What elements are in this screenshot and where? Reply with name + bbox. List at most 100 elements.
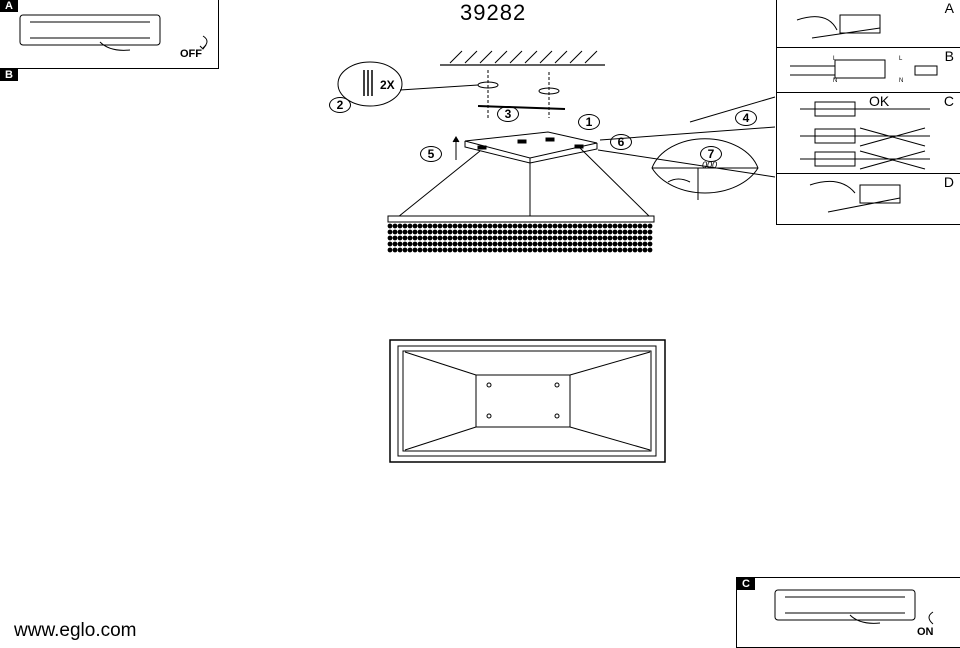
crystal-bead — [577, 241, 583, 247]
crystal-bead — [597, 241, 603, 247]
crystal-bead — [542, 229, 548, 235]
crystal-bead — [597, 235, 603, 241]
crystal-bead — [502, 229, 508, 235]
ok-label: OK — [869, 93, 890, 109]
crystal-bead — [507, 223, 513, 229]
crystal-bead — [647, 229, 653, 235]
crystal-bead — [547, 223, 553, 229]
crystal-bead — [632, 229, 638, 235]
crystal-bead — [557, 247, 563, 253]
crystal-bead — [582, 247, 588, 253]
crystal-bead — [437, 229, 443, 235]
magnifier-label: 2X — [380, 78, 395, 92]
crystal-bead — [572, 247, 578, 253]
crystal-bead — [467, 223, 473, 229]
crystal-bead — [537, 229, 543, 235]
crystal-bead — [642, 229, 648, 235]
step-1: 1 — [578, 114, 600, 130]
crystal-bead — [472, 247, 478, 253]
crystal-bead — [427, 229, 433, 235]
wire-label-l-right: L — [899, 56, 903, 62]
crystal-bead — [632, 235, 638, 241]
crystal-bead — [577, 229, 583, 235]
crystal-bead — [497, 241, 503, 247]
crystal-bead — [612, 235, 618, 241]
crystal-bead — [387, 223, 393, 229]
website-link[interactable]: www.eglo.com — [14, 620, 137, 641]
crystal-bead — [647, 241, 653, 247]
crystal-bead — [422, 247, 428, 253]
crystal-bead — [602, 247, 608, 253]
wiring-panel-b: B L N L N — [777, 48, 960, 93]
panel-letter-a: A — [944, 0, 954, 16]
crystal-bead — [497, 235, 503, 241]
crystal-bead — [582, 241, 588, 247]
crystal-bead — [397, 241, 403, 247]
crystal-bead — [597, 229, 603, 235]
step-4: 4 — [735, 110, 757, 126]
crystal-bead — [592, 235, 598, 241]
crystal-bead — [592, 247, 598, 253]
ceiling-hatch — [449, 50, 598, 64]
crystal-bead — [507, 229, 513, 235]
crystal-bead — [492, 247, 498, 253]
crystal-bead — [397, 235, 403, 241]
crystal-bead — [622, 241, 628, 247]
crystal-bead — [487, 241, 493, 247]
panel-tag-b: B — [0, 69, 18, 81]
step-6: 6 — [610, 134, 632, 150]
crystal-bead — [527, 229, 533, 235]
crystal-bead — [627, 229, 633, 235]
panel-letter-d: D — [943, 174, 954, 190]
crystal-bead — [417, 247, 423, 253]
crystal-bead — [582, 223, 588, 229]
crystal-bead — [452, 247, 458, 253]
crystal-bead — [542, 223, 548, 229]
crystal-bead — [527, 235, 533, 241]
crystal-bead — [517, 247, 523, 253]
crystal-bead — [567, 235, 573, 241]
crystal-bead — [557, 235, 563, 241]
crystal-bead — [422, 235, 428, 241]
crystal-bead — [577, 223, 583, 229]
crystal-bead — [562, 223, 568, 229]
crystal-bead — [632, 247, 638, 253]
crystal-bead — [487, 223, 493, 229]
crystal-bead — [617, 241, 623, 247]
crystal-bead — [582, 229, 588, 235]
crystal-bead — [602, 241, 608, 247]
crystal-bead — [607, 235, 613, 241]
crystal-bead — [512, 229, 518, 235]
crystal-bead — [447, 247, 453, 253]
crystal-bead — [587, 235, 593, 241]
crystal-bead — [397, 223, 403, 229]
wire-label-l-left: L — [833, 56, 837, 62]
crystal-bead — [467, 247, 473, 253]
crystal-bead — [562, 247, 568, 253]
crystal-bead — [427, 247, 433, 253]
crystal-bead — [507, 247, 513, 253]
crystal-bead — [392, 247, 398, 253]
crystal-bead — [572, 223, 578, 229]
crystal-bead — [532, 241, 538, 247]
crystal-bead — [632, 223, 638, 229]
crystal-bead — [502, 223, 508, 229]
product-number: 39282 — [460, 0, 527, 25]
crystal-bead — [532, 229, 538, 235]
crystal-bead — [647, 223, 653, 229]
crystal-bead — [402, 247, 408, 253]
crystal-bead — [477, 229, 483, 235]
crystal-bead — [457, 229, 463, 235]
crystal-bead — [527, 241, 533, 247]
crystal-bead — [427, 241, 433, 247]
crystal-bead — [467, 235, 473, 241]
crystal-bead — [587, 241, 593, 247]
crystal-bead — [597, 247, 603, 253]
crystal-bead — [622, 235, 628, 241]
crystal-bead — [537, 247, 543, 253]
crystal-bead — [607, 223, 613, 229]
switch-on-panel: C ON — [736, 577, 960, 648]
wire-label-n-left: N — [833, 78, 838, 84]
crystal-bead — [452, 241, 458, 247]
